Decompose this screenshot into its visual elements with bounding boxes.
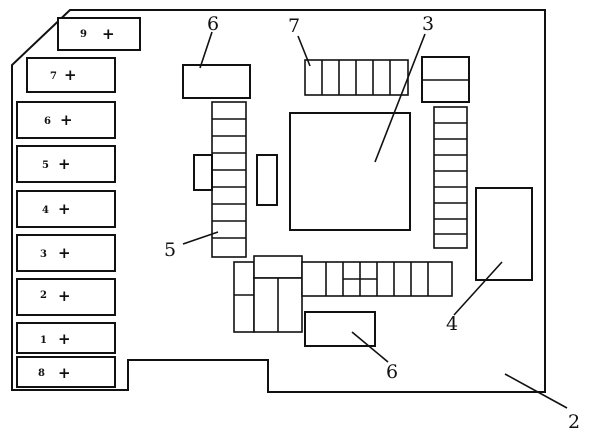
resistor-column-left [211, 101, 247, 258]
callout-4: 4 [446, 313, 458, 335]
terminal-9: 9 + [57, 17, 141, 51]
svg-text:+: + [58, 244, 71, 262]
svg-text:3: 3 [40, 249, 47, 260]
callout-6-top: 6 [207, 13, 219, 35]
callout-5: 5 [164, 239, 176, 261]
terminal-4: 4 + [16, 190, 116, 228]
resistor-column-right [433, 106, 468, 249]
bottom-cluster [233, 255, 453, 333]
callout-7: 7 [288, 15, 300, 37]
callout-2: 2 [568, 411, 580, 433]
svg-text:1: 1 [40, 335, 47, 346]
terminal-3: 3 + [16, 234, 116, 272]
terminal-1: 1 + [16, 322, 116, 354]
svg-text:5: 5 [42, 160, 49, 171]
chip-6-bottom [304, 311, 376, 347]
terminal-6: 6 + [16, 101, 116, 139]
callout-6-bottom: 6 [386, 361, 398, 383]
svg-text:2: 2 [40, 290, 47, 301]
callout-3: 3 [422, 13, 434, 35]
svg-text:+: + [58, 287, 71, 305]
svg-text:4: 4 [42, 205, 49, 216]
small-component-b [256, 154, 278, 206]
side-chip [475, 187, 533, 281]
svg-text:+: + [58, 364, 71, 382]
svg-text:+: + [102, 25, 115, 43]
terminal-7: 7 + [26, 57, 116, 93]
svg-text:+: + [58, 155, 71, 173]
svg-text:9: 9 [80, 29, 87, 40]
svg-text:6: 6 [44, 116, 51, 127]
terminal-2: 2 + [16, 278, 116, 316]
svg-text:+: + [64, 66, 77, 84]
svg-text:7: 7 [50, 71, 57, 82]
svg-text:+: + [58, 200, 71, 218]
main-chip [289, 112, 411, 231]
terminal-8: 8 + [16, 356, 116, 388]
terminal-5: 5 + [16, 145, 116, 183]
resistor-row-top [304, 59, 409, 96]
small-component-a [193, 154, 213, 191]
svg-text:8: 8 [38, 368, 45, 379]
svg-text:+: + [60, 111, 73, 129]
board-outline [11, 9, 546, 393]
chip-6-top [182, 64, 251, 99]
svg-text:+: + [58, 330, 71, 348]
